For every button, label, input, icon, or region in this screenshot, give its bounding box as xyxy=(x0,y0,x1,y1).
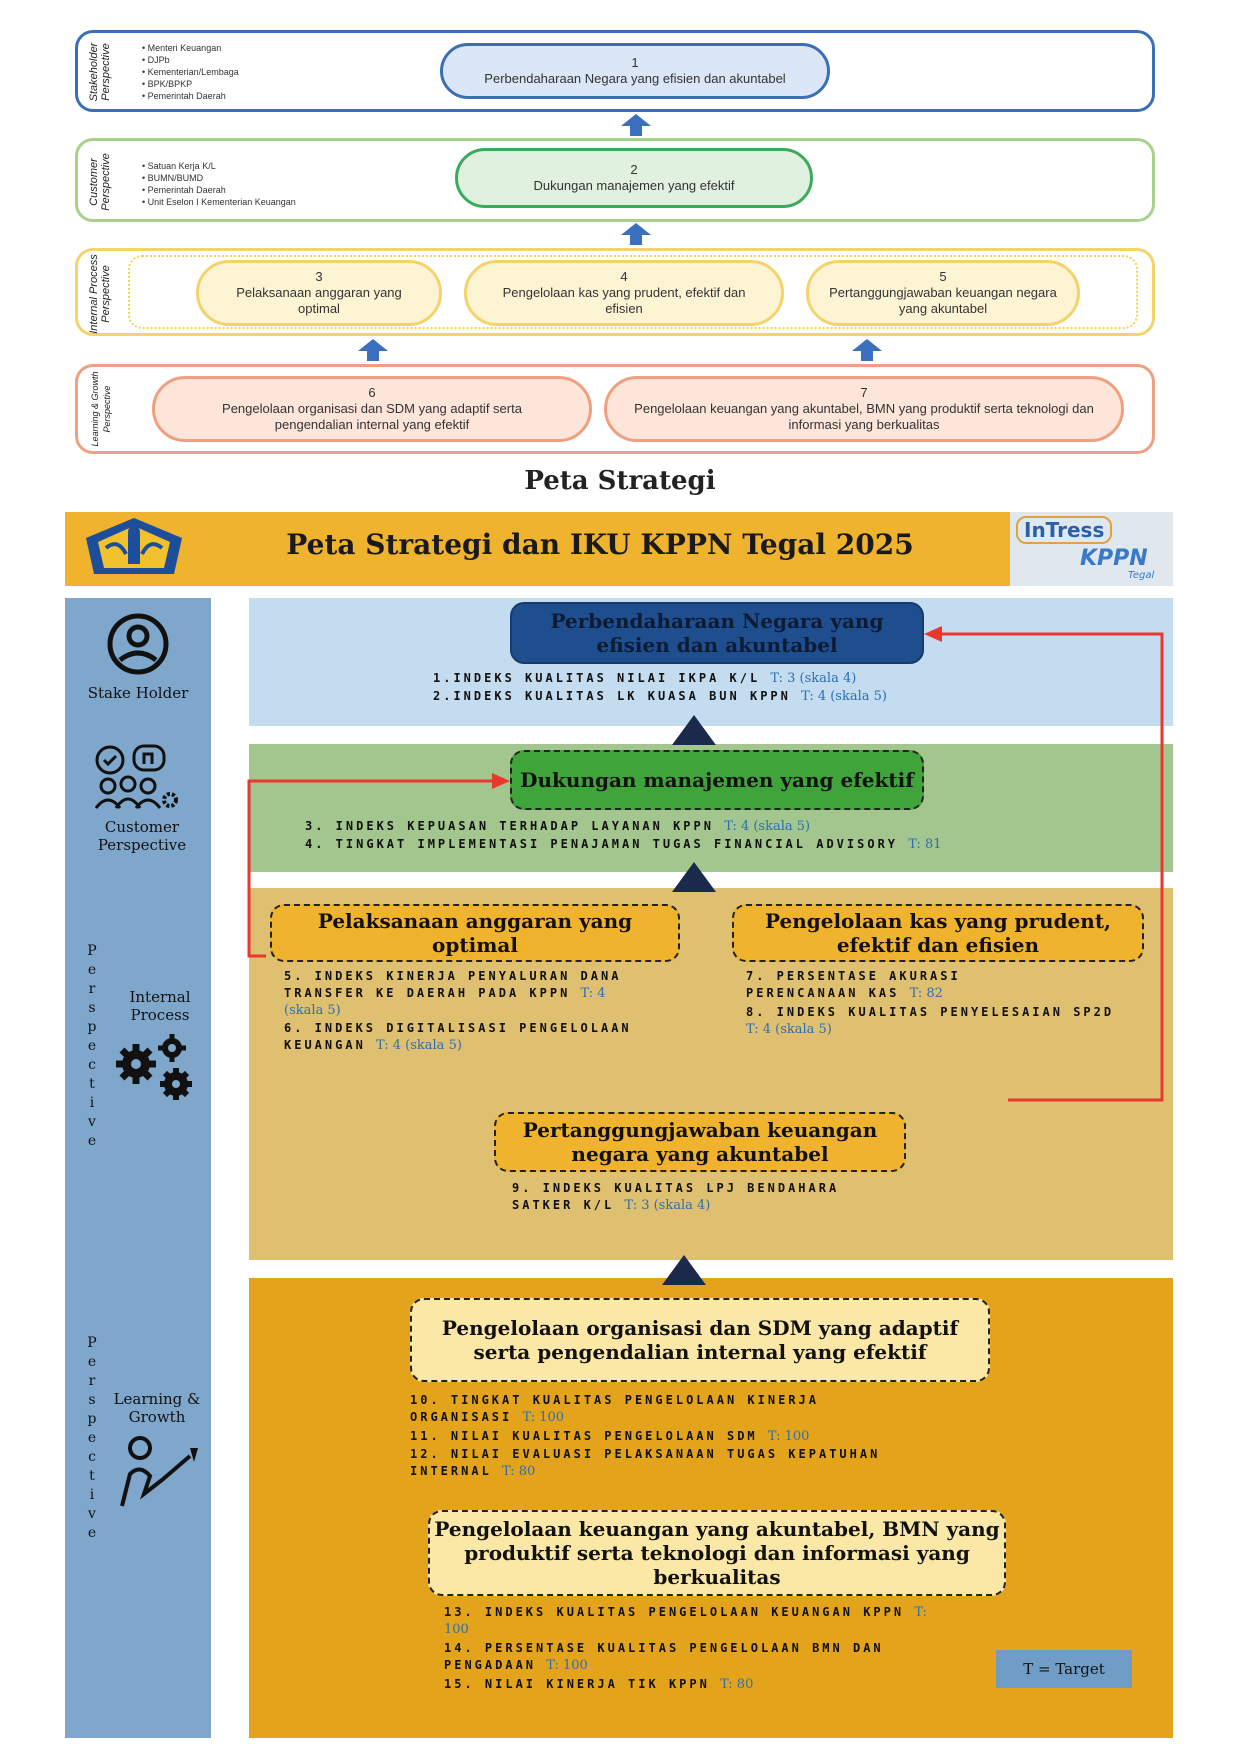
indicator-10: 10. TINGKAT KUALITAS PENGELOLAAN KINERJA… xyxy=(410,1393,819,1425)
arrow-up-3 xyxy=(358,339,388,363)
indicator-9: 9. INDEKS KUALITAS LPJ BENDAHARA SATKER … xyxy=(512,1181,840,1213)
internal-inner-dotted xyxy=(128,255,1138,329)
sidebar-stakeholder-label: Stake Holder xyxy=(87,684,189,702)
intress-kppn-logo: InTress KPPN Tegal xyxy=(1010,512,1173,586)
perspective-vertical-2: P e r s p e c t i v e xyxy=(87,1335,97,1541)
kppn-logo-text: KPPN xyxy=(1080,546,1148,571)
goal-2-box: Dukungan manajemen yang efektif xyxy=(510,750,924,810)
triangle-up-3 xyxy=(662,1255,706,1285)
indicator-3: 3. INDEKS KEPUASAN TERHADAP LAYANAN KPPN… xyxy=(305,819,811,834)
indicator-14: 14. PERSENTASE KUALITAS PENGELOLAAN BMN … xyxy=(444,1641,884,1673)
growth-icon xyxy=(110,1434,200,1510)
gears-icon xyxy=(110,1032,202,1104)
indicator-11: 11. NILAI KUALITAS PENGELOLAAN SDM T: 10… xyxy=(410,1429,810,1444)
indicator-15: 15. NILAI KINERJA TIK KPPN T: 80 xyxy=(444,1677,754,1692)
tegal-logo-text: Tegal xyxy=(1128,570,1155,581)
arrow-up-4 xyxy=(852,339,882,363)
triangle-up-1 xyxy=(672,715,716,745)
triangle-up-2 xyxy=(672,862,716,892)
target-legend: T = Target xyxy=(996,1650,1132,1688)
perspective-vertical-1: P e r s p e c t i v e xyxy=(87,943,97,1149)
sidebar-internal-label: Internal Process xyxy=(129,988,191,1024)
goal-3-box: Pelaksanaan anggaran yang optimal xyxy=(270,904,680,962)
indicator-6: 6. INDEKS DIGITALISASI PENGELOLAAN KEUAN… xyxy=(284,1021,632,1053)
goal-5-box: Pertanggungjawaban keuangan negara yang … xyxy=(494,1112,906,1172)
poster-title: Peta Strategi dan IKU KPPN Tegal 2025 xyxy=(286,528,914,561)
goal-1-box: Perbendaharaan Negara yang efisien dan a… xyxy=(510,602,924,664)
stakeholder-bullets: Menteri Keuangan DJPb Kementerian/Lembag… xyxy=(142,42,362,102)
goal-6-box: Pengelolaan organisasi dan SDM yang adap… xyxy=(410,1298,990,1382)
indicator-4: 4. TINGKAT IMPLEMENTASI PENAJAMAN TUGAS … xyxy=(305,837,942,852)
intress-logo-text: InTress xyxy=(1016,516,1113,544)
kemenkeu-logo xyxy=(78,514,190,584)
indicator-5: 5. INDEKS KINERJA PENYALURAN DANA TRANSF… xyxy=(284,969,622,1018)
top-map-caption: Peta Strategi xyxy=(524,466,716,496)
indicator-2: 2.INDEKS KUALITAS LK KUASA BUN KPPN T: 4… xyxy=(433,689,887,704)
arrow-up-2 xyxy=(621,223,651,247)
goal-4-box: Pengelolaan kas yang prudent, efektif da… xyxy=(732,904,1144,962)
indicator-13: 13. INDEKS KUALITAS PENGELOLAAN KEUANGAN… xyxy=(444,1605,927,1637)
poster-header xyxy=(65,512,1173,586)
customer-bullets: Satuan Kerja K/L BUMN/BUMD Pemerintah Da… xyxy=(142,160,402,208)
indicator-8: 8. INDEKS KUALITAS PENYELESAIAN SP2D T: … xyxy=(746,1005,1115,1037)
sidebar-customer-label: Customer Perspective xyxy=(97,818,187,854)
poster-sidebar xyxy=(65,598,211,1738)
user-icon xyxy=(94,612,182,676)
goal-7-box: Pengelolaan keuangan yang akuntabel, BMN… xyxy=(428,1510,1006,1596)
indicator-7: 7. PERSENTASE AKURASI PERENCANAAN KAS T:… xyxy=(746,969,961,1001)
arrow-up-1 xyxy=(621,114,651,138)
indicator-1: 1.INDEKS KUALITAS NILAI IKPA K/L T: 3 (s… xyxy=(433,671,857,686)
customer-icon xyxy=(88,742,184,814)
sidebar-learning-label: Learning & Growth xyxy=(113,1390,201,1426)
indicator-12: 12. NILAI EVALUASI PELAKSANAAN TUGAS KEP… xyxy=(410,1447,881,1479)
